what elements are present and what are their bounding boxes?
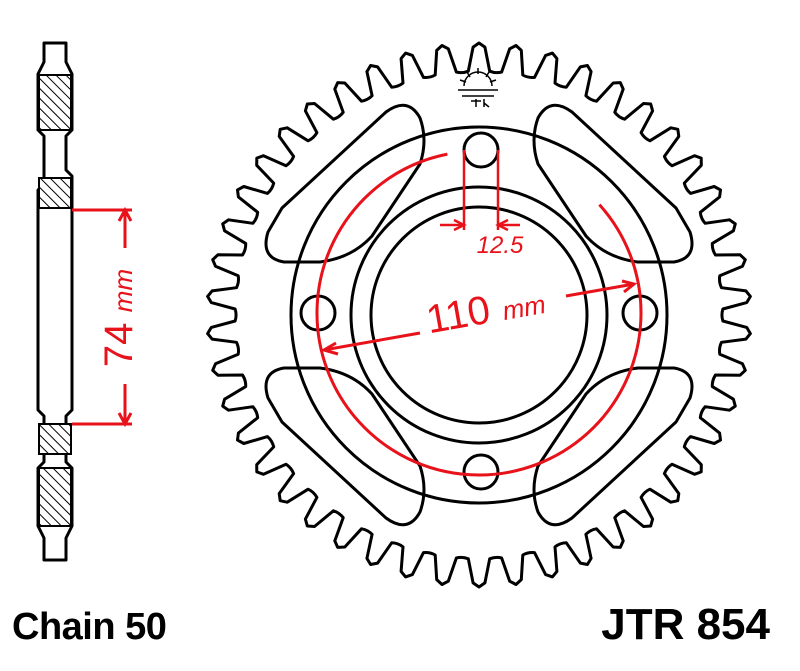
hub-ring — [289, 125, 669, 505]
chain-size-label: Chain 50 — [12, 606, 167, 648]
bolt-hole-bottom — [462, 453, 500, 491]
bore-value: 74 — [97, 323, 141, 368]
bore-unit: mm — [108, 269, 138, 312]
hatch-hub-bottom — [38, 423, 72, 455]
bolt-hole-top — [462, 131, 500, 169]
bolt-circle-line — [315, 149, 643, 477]
bolt-circle-value: 110 — [423, 288, 493, 342]
window-top-left — [264, 103, 426, 264]
bolt-circle-label: 110 mm — [423, 278, 548, 342]
hatch-bottom-tooth — [38, 467, 72, 527]
bore-dimension-label: 74 mm — [97, 269, 141, 367]
bore-dimension — [72, 206, 133, 428]
center-bore — [369, 205, 589, 425]
front-view: 110 mm 12.5 — [206, 41, 752, 589]
hatch-top-tooth — [38, 74, 72, 131]
hub-inner-ring — [349, 185, 609, 445]
bolt-hole-label: 12.5 — [477, 232, 524, 259]
window-bottom-left — [264, 366, 426, 527]
part-number-label: JTR 854 — [601, 600, 770, 649]
window-bottom-right — [532, 366, 694, 527]
side-profile-view: 74 mm — [36, 41, 141, 562]
hatch-hub-top — [38, 177, 72, 209]
bolt-circle-unit: mm — [500, 289, 548, 326]
bolt-circle-dimension — [320, 279, 638, 356]
bolt-hole-dimension — [440, 150, 520, 232]
window-top-right — [532, 103, 694, 264]
logo-mark — [458, 68, 498, 108]
sprocket-teeth-outline — [206, 41, 752, 589]
